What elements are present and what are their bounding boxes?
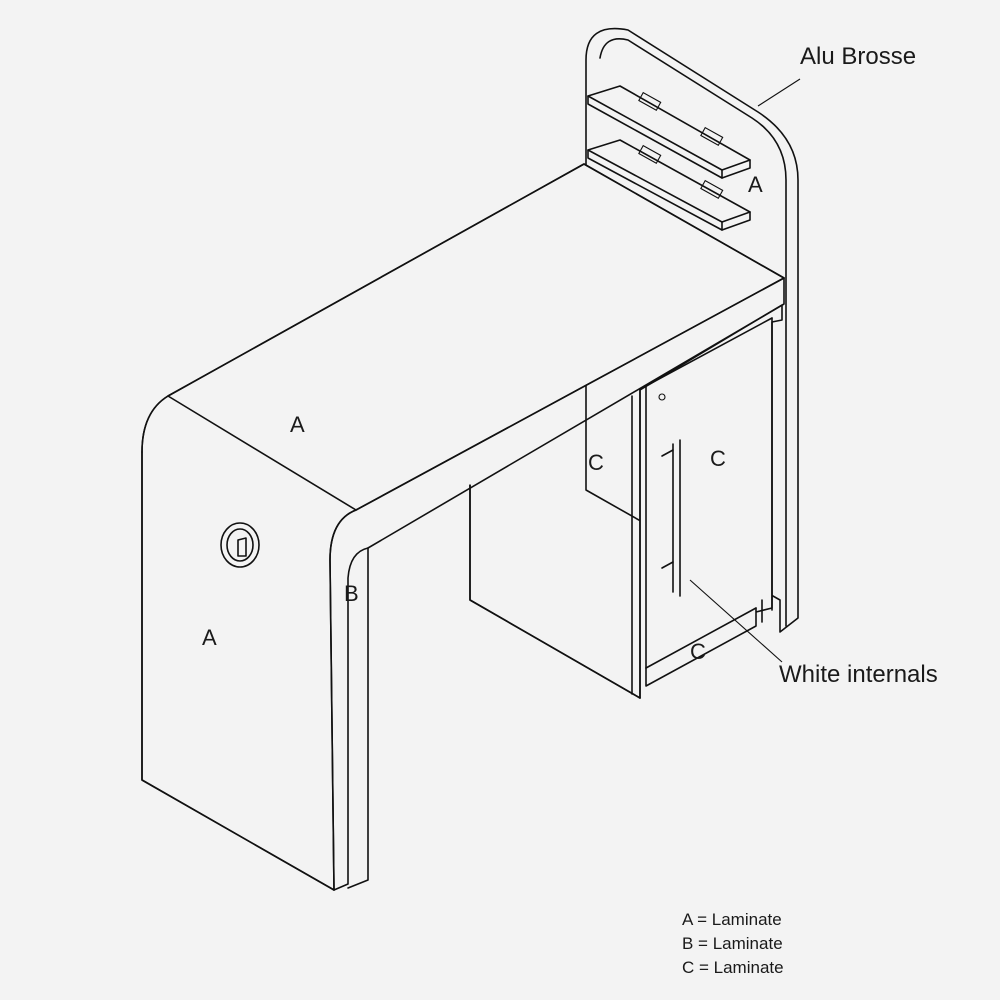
label-left-door-c: C [588, 450, 604, 475]
label-shelf-a: A [748, 172, 763, 197]
label-plinth-c: C [690, 639, 706, 664]
desk-side [141, 395, 369, 891]
alu-brosse-label: Alu Brosse [800, 43, 916, 70]
legend: A = Laminate B = Laminate C = Laminate [682, 910, 784, 977]
lower-shelf [587, 139, 751, 231]
label-top-a: A [290, 412, 305, 437]
upper-shelf [587, 85, 751, 179]
white-internals-leader [689, 579, 783, 663]
legend-item: B = Laminate [682, 934, 783, 953]
legend-item: A = Laminate [682, 910, 782, 929]
label-right-door-c: C [710, 446, 726, 471]
alu-brosse-leader [757, 78, 801, 107]
legend-item: C = Laminate [682, 958, 784, 977]
label-side-a: A [202, 625, 217, 650]
label-edge-b: B [344, 581, 359, 606]
white-internals-label: White internals [779, 661, 938, 688]
